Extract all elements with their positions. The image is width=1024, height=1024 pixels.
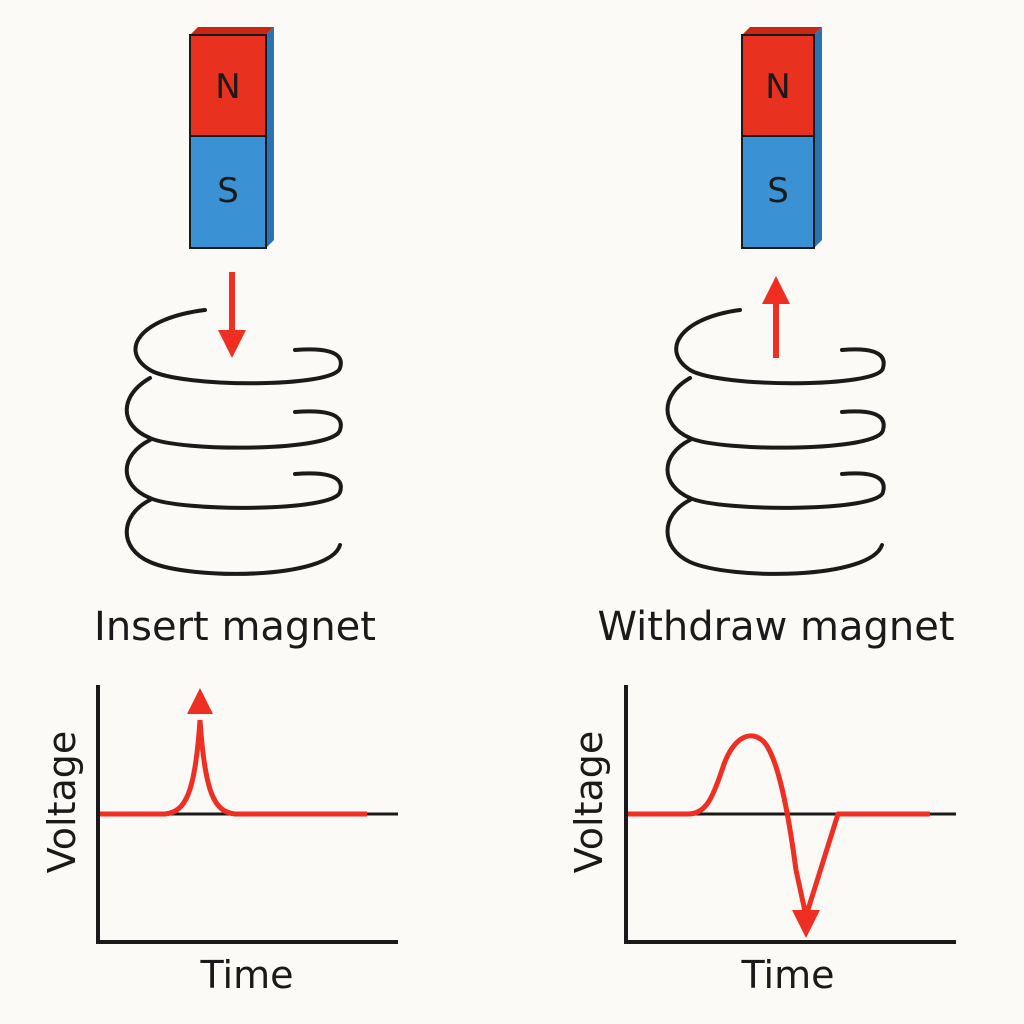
north-pole-label: N bbox=[765, 67, 790, 107]
magnet-side-face bbox=[266, 27, 274, 248]
magnet-north-pole bbox=[741, 34, 815, 137]
coil bbox=[124, 308, 343, 576]
x-axis-label: Time bbox=[200, 953, 294, 997]
magnet-top-face bbox=[742, 27, 822, 35]
bar-magnet: N S bbox=[189, 27, 274, 249]
coil-turn-4 bbox=[665, 498, 884, 576]
coil-turn-1 bbox=[674, 308, 886, 386]
withdraw-voltage-graph: Voltage Time bbox=[567, 685, 956, 997]
coil-turn-3 bbox=[665, 438, 886, 510]
coil-turn-2 bbox=[665, 376, 886, 450]
up-arrowhead-icon bbox=[187, 688, 213, 714]
y-axis-label: Voltage bbox=[567, 731, 611, 874]
magnet-top-face bbox=[190, 27, 274, 35]
magnet-south-pole bbox=[741, 135, 815, 249]
magnet-south-pole bbox=[189, 135, 267, 249]
withdraw-panel: N S Withdraw magnet Voltage Time bbox=[567, 27, 956, 997]
down-arrowhead-icon bbox=[792, 910, 820, 938]
north-pole-label: N bbox=[215, 67, 240, 107]
withdraw-caption: Withdraw magnet bbox=[597, 604, 954, 650]
voltage-oscillation-curve bbox=[628, 733, 930, 919]
voltage-pulse-curve bbox=[100, 719, 367, 817]
magnet-side-face bbox=[814, 27, 822, 248]
coil-turn-2 bbox=[124, 376, 343, 450]
insert-voltage-graph: Voltage Time bbox=[40, 685, 398, 997]
south-pole-label: S bbox=[217, 171, 239, 211]
bar-magnet: N S bbox=[741, 27, 822, 249]
x-axis-label: Time bbox=[741, 953, 835, 997]
y-axis-label: Voltage bbox=[40, 731, 84, 874]
coil-turn-4 bbox=[124, 498, 342, 576]
coil bbox=[665, 308, 886, 576]
south-pole-label: S bbox=[767, 171, 789, 211]
up-arrow-icon bbox=[762, 276, 790, 358]
coil-turn-1 bbox=[133, 308, 343, 386]
insert-caption: Insert magnet bbox=[94, 604, 376, 650]
down-arrow-icon bbox=[218, 272, 246, 358]
coil-turn-3 bbox=[124, 438, 343, 510]
insert-panel: N S Insert magnet Voltage Time bbox=[40, 27, 398, 997]
magnet-north-pole bbox=[189, 34, 267, 137]
